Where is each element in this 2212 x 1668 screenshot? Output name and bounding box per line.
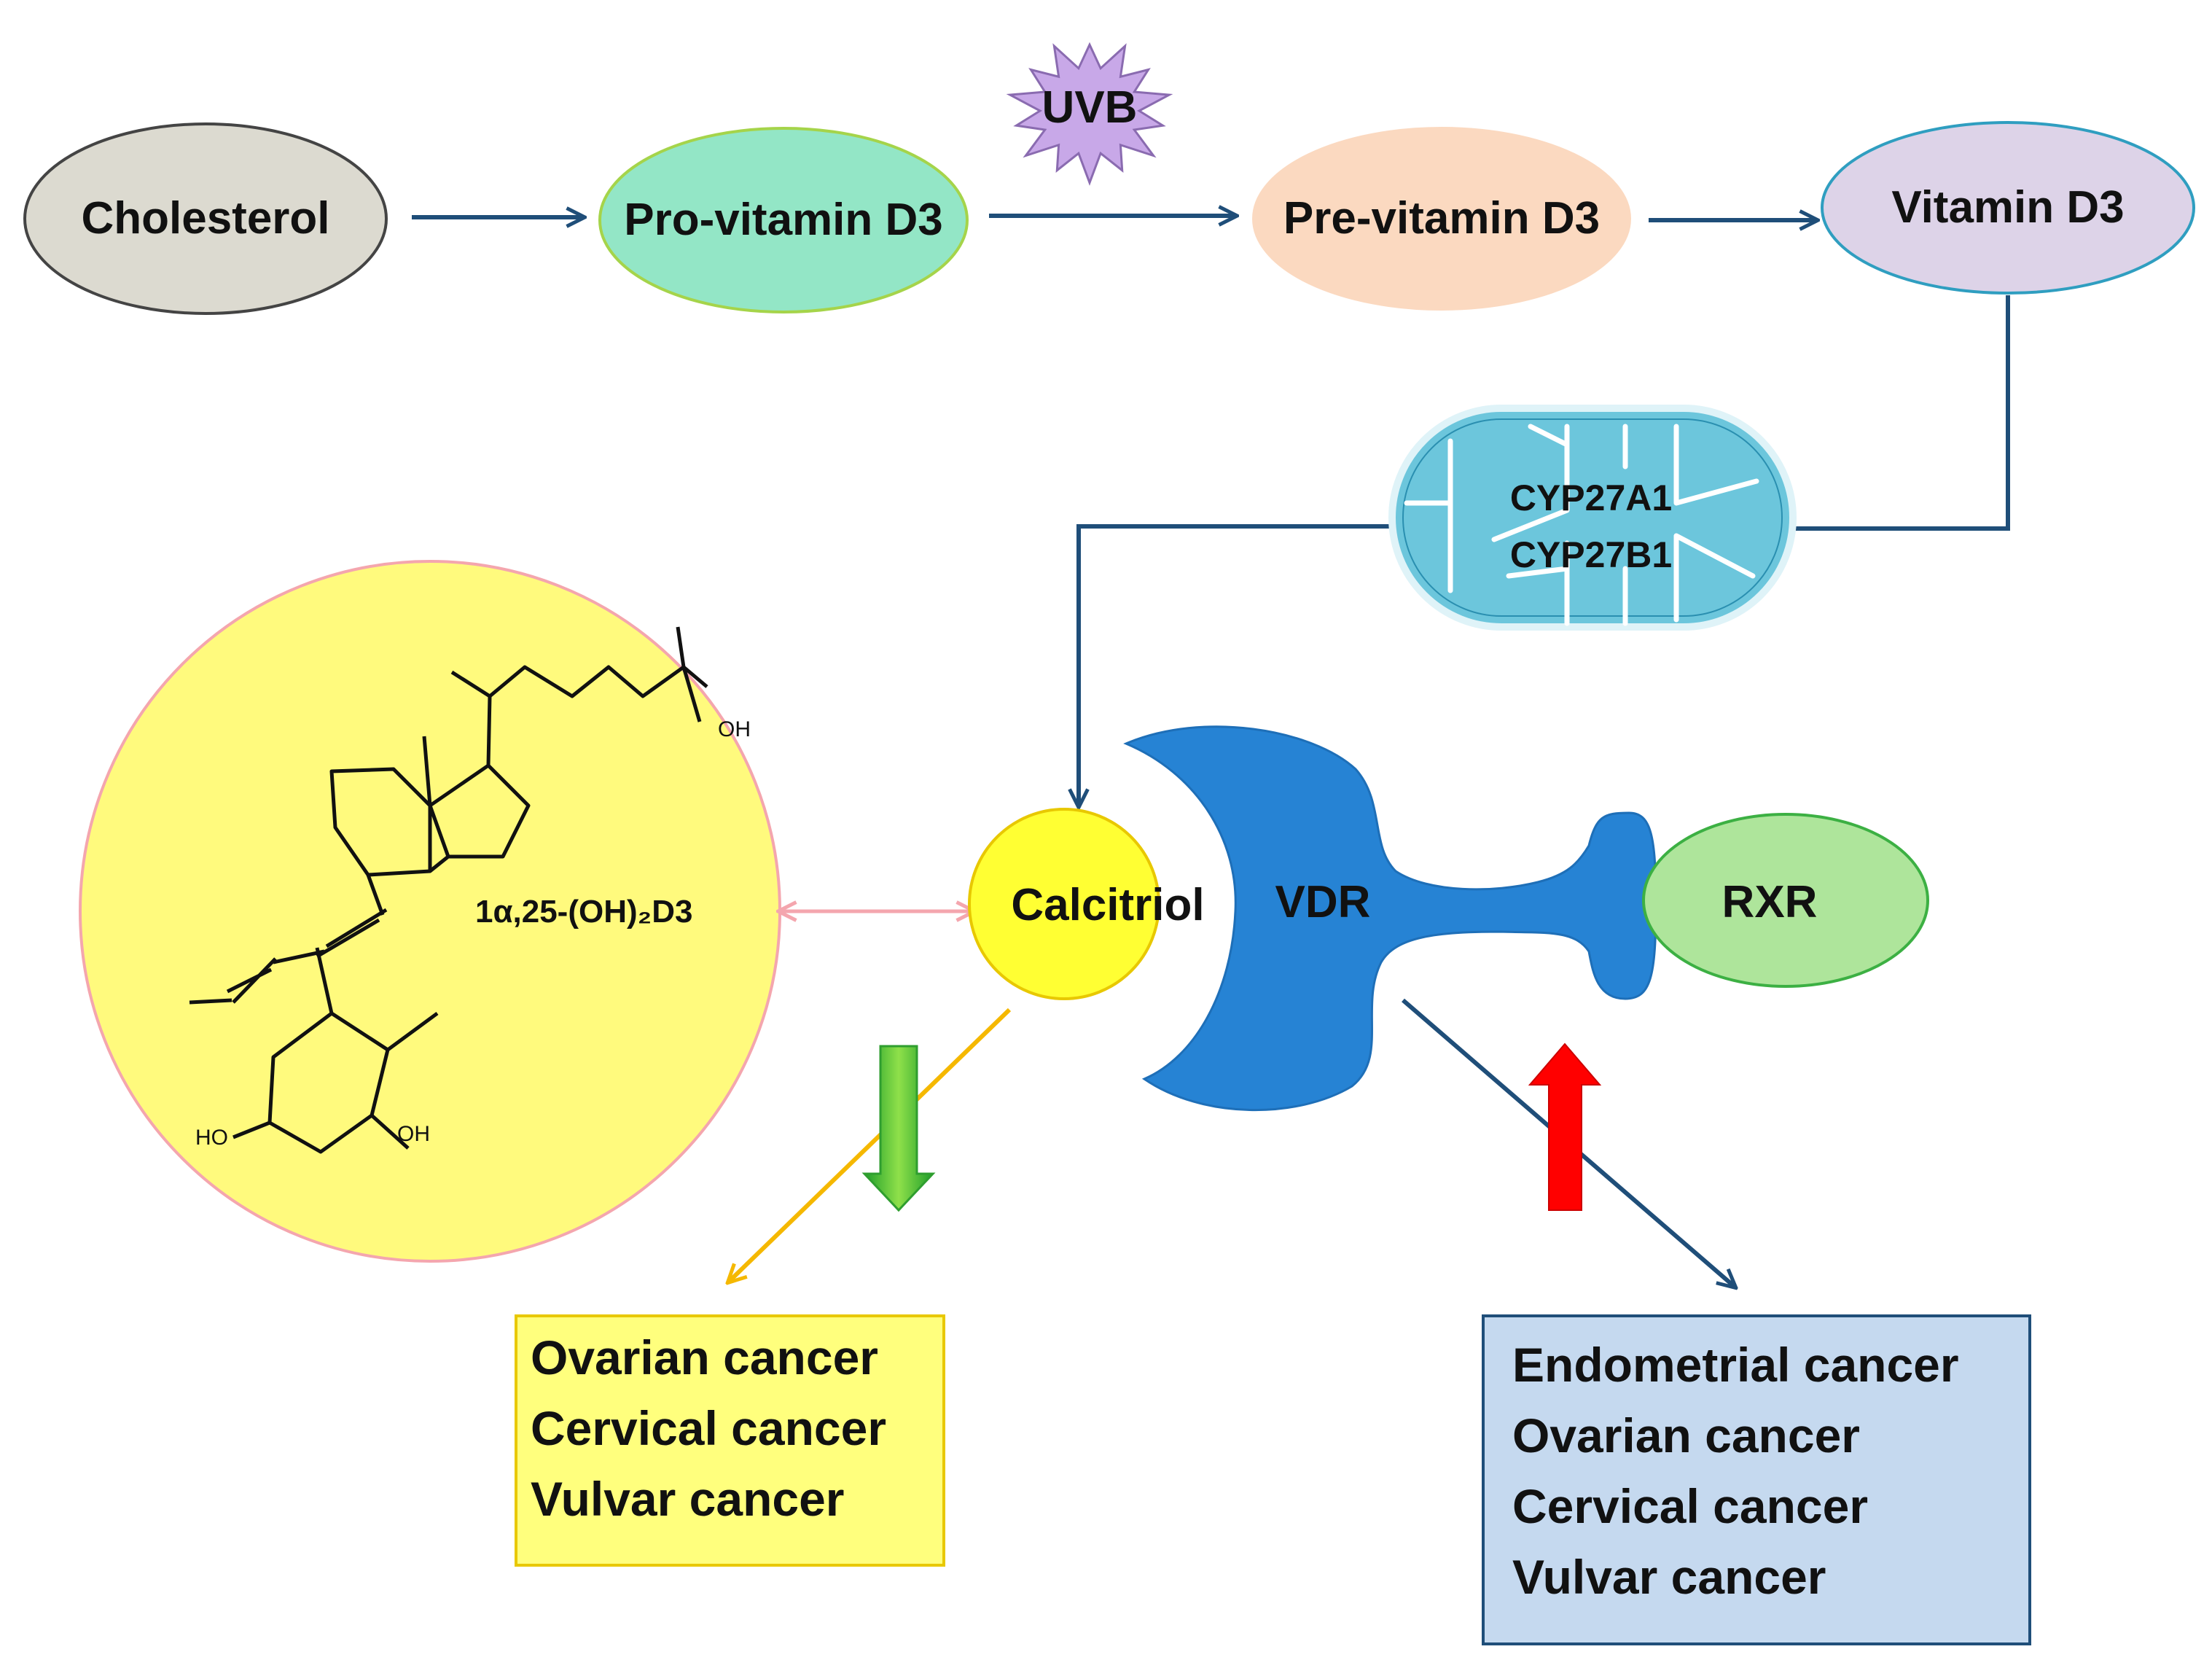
mitochondrion-enzymes: CYP27A1 CYP27B1	[1388, 405, 1797, 631]
cholesterol-label: Cholesterol	[81, 193, 329, 243]
uvb-starburst: UVB	[1006, 42, 1173, 186]
arrow-calcitriol-to-left-box	[729, 1008, 1012, 1282]
cholesterol-node: Cholesterol	[23, 122, 388, 315]
enzyme-cyp27a1-label: CYP27A1	[1510, 478, 1672, 518]
connector-vitamin-to-enzymes	[1786, 295, 2010, 531]
calcitriol-label: Calcitriol	[1011, 880, 1204, 930]
rxr-label: RXR	[1722, 877, 1818, 927]
right-box-item: Endometrial cancer	[1512, 1338, 1959, 1392]
vdr-receptor-shape	[1123, 725, 1657, 1111]
calcitriol-molecule: OH HO OH 1α,25-(OH)₂D3	[79, 560, 781, 1263]
uvb-star-icon	[1006, 42, 1173, 186]
right-box-item: Ovarian cancer	[1512, 1408, 1860, 1462]
left-box-item: Vulvar cancer	[531, 1472, 844, 1526]
increase-arrow-icon	[1528, 1042, 1602, 1211]
calcitriol-node: Calcitriol	[968, 808, 1205, 1000]
decrease-arrow-icon	[861, 1045, 936, 1212]
oh-side-chain-label: OH	[718, 717, 751, 741]
provitamin-d3-label: Pro-vitamin D3	[624, 195, 943, 245]
oh-left-label: HO	[195, 1126, 228, 1150]
vdr-label: VDR	[1275, 877, 1371, 927]
oh-right-label: OH	[397, 1122, 430, 1146]
molecule-structure	[189, 626, 708, 1154]
right-box-item: Cervical cancer	[1512, 1479, 1868, 1533]
right-box-item: Vulvar cancer	[1512, 1550, 1826, 1604]
previtamin-d3-label: Pre-vitamin D3	[1283, 193, 1600, 243]
left-box-item: Cervical cancer	[531, 1401, 886, 1455]
provitamin-d3-node: Pro-vitamin D3	[598, 127, 969, 313]
uvb-label: UVB	[1042, 82, 1138, 133]
left-box-item: Ovarian cancer	[531, 1330, 878, 1384]
vdr-cancer-list-box: Endometrial cancer Ovarian cancer Cervic…	[1482, 1314, 2031, 1645]
calcitriol-cancer-list-box: Ovarian cancer Cervical cancer Vulvar ca…	[515, 1314, 945, 1567]
previtamin-d3-node: Pre-vitamin D3	[1252, 127, 1631, 311]
calcitriol-formula-label: 1α,25-(OH)₂D3	[475, 894, 692, 930]
vitamin-d3-node: Vitamin D3	[1821, 121, 2195, 295]
vitamin-d3-label: Vitamin D3	[1891, 182, 2124, 233]
arrow-enzymes-to-calcitriol	[1079, 524, 1392, 806]
enzyme-cyp27b1-label: CYP27B1	[1510, 534, 1672, 575]
rxr-node: RXR	[1642, 813, 1929, 988]
